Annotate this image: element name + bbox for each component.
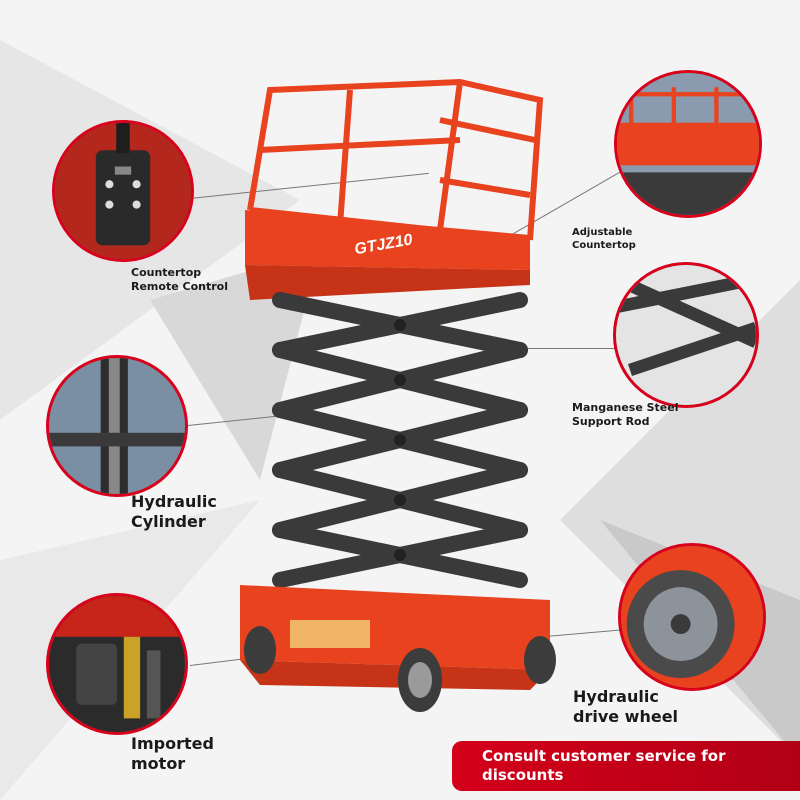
label-imported-motor: Imported motor	[131, 734, 214, 773]
callout-image-hydraulic-cylinder	[46, 355, 188, 497]
base-chassis	[240, 585, 550, 670]
label-hydraulic-cylinder: Hydraulic Cylinder	[131, 492, 217, 531]
callout-image-support-rod	[613, 262, 759, 408]
label-drive-wheel: Hydraulic drive wheel	[573, 687, 679, 726]
callout-image-motor	[46, 593, 188, 735]
consult-banner[interactable]: Consult customer service for discounts	[452, 741, 800, 791]
callout-image-remote-control	[52, 120, 194, 262]
callout-image-countertop	[614, 70, 762, 218]
scissor-lift-illustration: GTJZ10	[240, 78, 556, 712]
label-adjustable-countertop: Adjustable Countertop	[572, 227, 636, 251]
callout-image-drive-wheel	[618, 543, 766, 691]
banner-text: Consult customer service for discounts	[482, 747, 726, 784]
platform-deck	[245, 210, 530, 270]
connector-line-rod	[510, 348, 620, 349]
label-remote-control: Countertop Remote Control	[131, 266, 228, 293]
warning-panel	[290, 620, 370, 648]
wheels	[244, 626, 556, 712]
label-support-rod: Manganese Steel Support Rod	[572, 401, 679, 428]
